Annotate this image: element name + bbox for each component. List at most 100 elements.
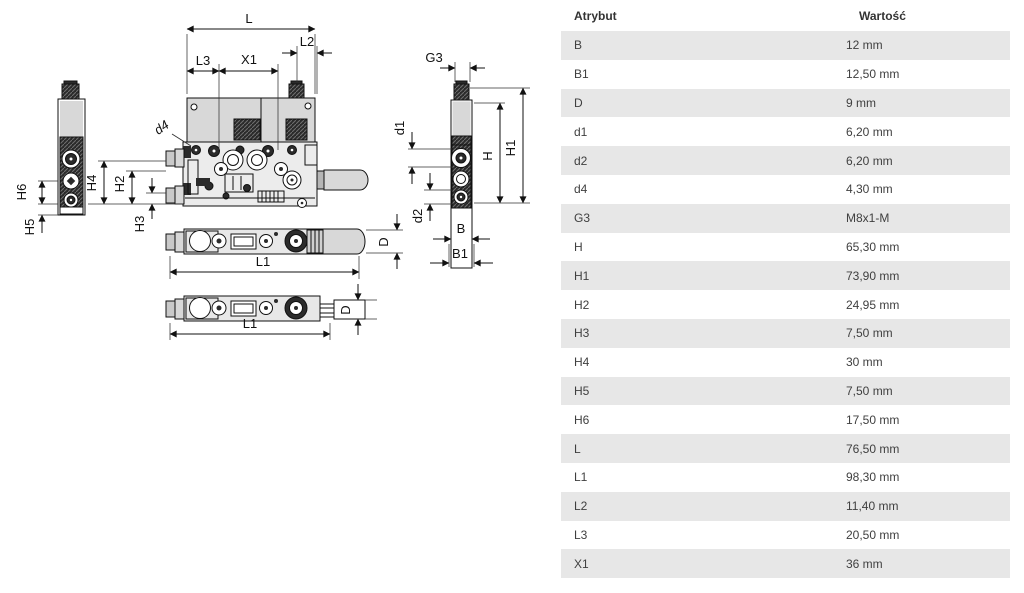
- value-cell: 30 mm: [846, 347, 1010, 377]
- dim-label-d4: d4: [151, 117, 171, 138]
- dimension-L2: [282, 46, 332, 94]
- value-cell: 36 mm: [846, 549, 1010, 579]
- value-cell: 73,90 mm: [846, 261, 1010, 291]
- vent-grille: [285, 118, 308, 141]
- header-wartosc: Wartość: [859, 8, 906, 23]
- dim-label-L1-2: L1: [243, 316, 257, 331]
- value-cell: 24,95 mm: [846, 290, 1010, 319]
- push-in-fitting: [165, 300, 176, 318]
- value-cell: 65,30 mm: [846, 232, 1010, 262]
- dim-label-H: H: [480, 151, 495, 160]
- value-cell: 20,50 mm: [846, 520, 1010, 550]
- left-side-view: [57, 80, 86, 216]
- dimension-G3: [440, 62, 485, 82]
- dimension-H4: [88, 160, 183, 205]
- connector-prong: [319, 312, 335, 318]
- value-cell: 17,50 mm: [846, 405, 1010, 435]
- attribute-cell: L1: [561, 462, 846, 492]
- dim-label-H6: H6: [14, 184, 29, 201]
- plug-connector: [288, 83, 305, 99]
- adjustment-knob: [284, 229, 308, 253]
- attribute-cell: H: [561, 232, 846, 262]
- attribute-cell: X1: [561, 549, 846, 579]
- attribute-cell: H4: [561, 347, 846, 377]
- attribute-cell: d4: [561, 174, 846, 204]
- dimension-d1: [408, 132, 452, 184]
- value-cell: 76,50 mm: [846, 434, 1010, 463]
- dim-label-H1: H1: [503, 140, 518, 157]
- value-cell: 6,20 mm: [846, 146, 1010, 175]
- attribute-cell: H5: [561, 376, 846, 406]
- attribute-cell: B: [561, 31, 846, 60]
- silencer: [323, 169, 369, 191]
- threaded-connector-G3: [453, 83, 470, 101]
- push-in-fitting-lower: [165, 185, 185, 205]
- value-cell: 98,30 mm: [846, 462, 1010, 492]
- attribute-cell: B1: [561, 59, 846, 89]
- port-1: [61, 149, 81, 169]
- dimension-L1-view2: [169, 323, 331, 340]
- attribute-cell: G3: [561, 203, 846, 233]
- connector-prong: [319, 303, 335, 309]
- port-2: [62, 172, 80, 190]
- attribute-cell: L: [561, 434, 846, 463]
- front-view: [165, 80, 369, 208]
- dim-label-L: L: [245, 11, 252, 26]
- vent-grille: [233, 118, 261, 141]
- value-cell: 7,50 mm: [846, 376, 1010, 406]
- dim-label-H2: H2: [112, 176, 127, 193]
- suction-port: [189, 230, 211, 252]
- value-cell: 7,50 mm: [846, 318, 1010, 348]
- bottom-view-1: [165, 228, 366, 255]
- value-cell: 4,30 mm: [846, 174, 1010, 204]
- port-middle: [452, 170, 470, 188]
- dim-label-H5: H5: [22, 219, 37, 236]
- adjustment-knob: [284, 296, 308, 320]
- table-header-row: Atrybut Wartość: [561, 0, 1010, 31]
- dim-label-H3: H3: [132, 216, 147, 233]
- attribute-cell: L3: [561, 520, 846, 550]
- silencer: [322, 228, 366, 255]
- silencer-adapter: [316, 170, 325, 190]
- cover-screw: [190, 103, 198, 111]
- cover-screw: [304, 102, 312, 110]
- dim-label-B: B: [457, 221, 466, 236]
- value-cell: 9 mm: [846, 88, 1010, 118]
- vacuum-port: [246, 149, 268, 171]
- dimension-L3-X1: [186, 64, 279, 150]
- dimension-H3: [146, 178, 166, 219]
- dimension-H5: [38, 214, 58, 233]
- dim-label-d2: d2: [410, 209, 425, 223]
- dim-label-X1: X1: [241, 52, 257, 67]
- regulator-knob: [282, 170, 302, 190]
- dim-label-D-2: D: [338, 305, 353, 314]
- port-3: [63, 192, 79, 208]
- display-window: [230, 300, 257, 317]
- dim-label-L3: L3: [196, 53, 210, 68]
- bottom-view-2: [165, 295, 366, 322]
- dim-label-d1: d1: [392, 121, 407, 135]
- attribute-cell: H6: [561, 405, 846, 435]
- dim-label-L2: L2: [300, 34, 314, 49]
- push-in-fitting-upper: [165, 148, 185, 168]
- right-side-view: [450, 80, 473, 269]
- value-cell: 11,40 mm: [846, 491, 1010, 521]
